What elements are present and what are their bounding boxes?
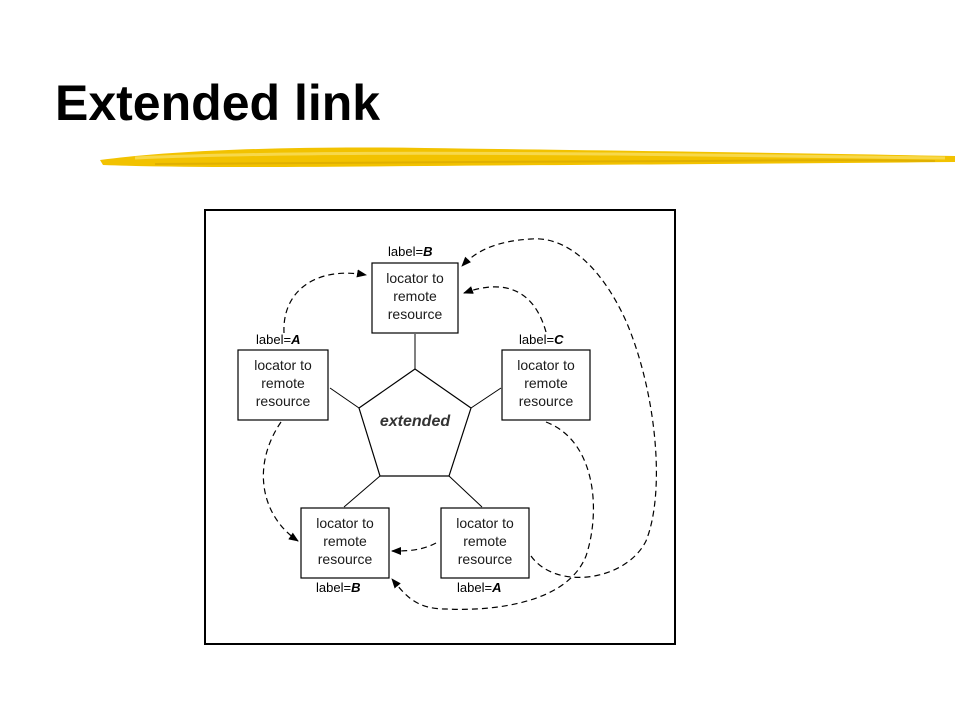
locator-box-right: locator to remote resource label=C bbox=[501, 332, 591, 421]
locator-box-rect bbox=[501, 349, 591, 421]
box-line-3: resource bbox=[388, 306, 443, 322]
locator-box-bottom-left: locator to remote resource label=B bbox=[300, 507, 390, 595]
extended-node: extended bbox=[358, 368, 472, 477]
box-line-2: remote bbox=[463, 533, 507, 549]
box-line-1: locator to bbox=[517, 357, 575, 373]
box-line-2: remote bbox=[323, 533, 367, 549]
box-line-2: remote bbox=[261, 375, 305, 391]
box-line-3: resource bbox=[458, 551, 513, 567]
locator-box-left: locator to remote resource label=A bbox=[237, 332, 329, 421]
box-line-3: resource bbox=[256, 393, 311, 409]
diagram-frame: extended locator to remote resource labe… bbox=[204, 209, 676, 645]
arc-right-to-top bbox=[463, 286, 547, 333]
locator-box-rect bbox=[371, 262, 459, 334]
arc-bottom-right-to-top bbox=[461, 238, 657, 578]
box-line-1: locator to bbox=[386, 270, 444, 286]
locator-box-rect bbox=[237, 349, 329, 421]
spoke-right bbox=[470, 387, 502, 409]
locator-box-rect bbox=[440, 507, 530, 579]
box-line-2: remote bbox=[393, 288, 437, 304]
arc-right-to-bottom-left bbox=[391, 421, 594, 610]
locator-box-rect bbox=[300, 507, 390, 579]
box-label: label=A bbox=[256, 332, 300, 347]
box-line-2: remote bbox=[524, 375, 568, 391]
arc-left-to-bottom-left bbox=[262, 421, 299, 542]
center-label: extended bbox=[380, 413, 451, 430]
spoke-bottom-left bbox=[343, 475, 381, 508]
spoke-left bbox=[329, 387, 360, 409]
box-line-1: locator to bbox=[254, 357, 312, 373]
traversal-arcs bbox=[262, 238, 657, 610]
spoke-lines bbox=[329, 334, 502, 508]
box-line-1: locator to bbox=[456, 515, 514, 531]
spoke-bottom-right bbox=[448, 475, 483, 508]
box-line-3: resource bbox=[519, 393, 574, 409]
box-line-3: resource bbox=[318, 551, 373, 567]
arc-left-to-top bbox=[283, 269, 367, 334]
locator-box-bottom-right: locator to remote resource label=A bbox=[440, 507, 530, 595]
arc-bottom-right-to-bottom-left bbox=[391, 542, 437, 555]
title-underline-brushstroke bbox=[100, 147, 955, 167]
box-label: label=C bbox=[519, 332, 564, 347]
box-label: label=B bbox=[316, 580, 360, 595]
pentagon-shape bbox=[358, 368, 472, 477]
box-line-1: locator to bbox=[316, 515, 374, 531]
locator-box-top: locator to remote resource label=B bbox=[371, 244, 459, 334]
box-label: label=A bbox=[457, 580, 501, 595]
slide-title: Extended link bbox=[55, 75, 381, 131]
box-label: label=B bbox=[388, 244, 432, 259]
extended-link-diagram: extended locator to remote resource labe… bbox=[237, 238, 657, 610]
